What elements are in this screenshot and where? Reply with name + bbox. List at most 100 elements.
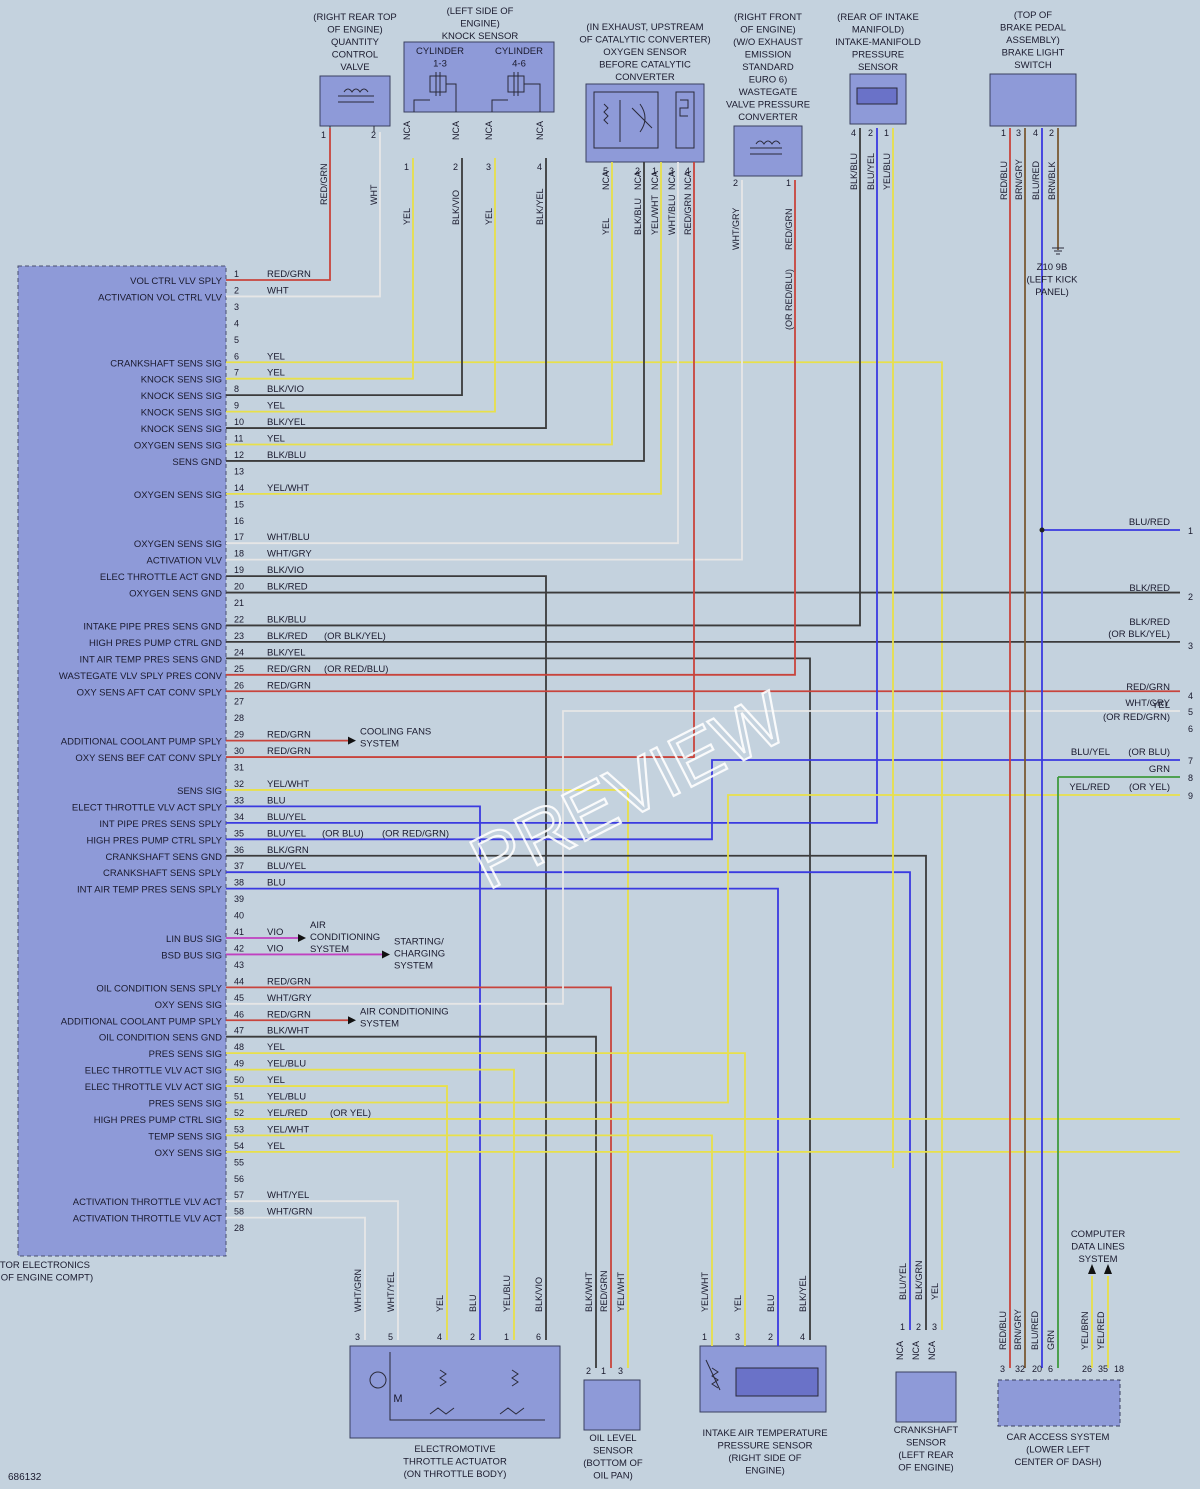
- right-edge-alt: (OR BLK/YEL): [1108, 629, 1170, 640]
- wire-pin-47: [226, 1035, 597, 1368]
- top-pin-number: 5: [603, 166, 608, 176]
- bottom-wire-label: RED/BLU: [998, 1311, 1008, 1350]
- map-caption-line: MANIFOLD): [852, 25, 904, 36]
- dme-signal-label: OXYGEN SENS SIG: [134, 490, 222, 501]
- right-edge-wire: BLU/YEL: [1071, 747, 1110, 758]
- dme-signal-label: HIGH PRES PUMP CTRL SIG: [94, 1115, 222, 1126]
- wire-pin-37: [226, 871, 911, 1330]
- top-pin-number: 4: [685, 166, 690, 176]
- arrow-head: [1104, 1264, 1112, 1274]
- right-edge-number: 8: [1188, 773, 1193, 783]
- wire-pin-58: [226, 1216, 366, 1340]
- arrow-head: [382, 950, 390, 959]
- qcv-caption-line: VALVE: [340, 62, 369, 73]
- dme-wire-label: RED/GRN: [267, 746, 311, 757]
- quantity-control-valve[interactable]: [319, 75, 391, 127]
- bottom-pin-number: 4: [437, 1332, 442, 1342]
- iat-caption-line: (RIGHT SIDE OF: [728, 1453, 801, 1464]
- dme-signal-label: HIGH PRES PUMP CTRL GND: [89, 638, 222, 649]
- wire-pin-12: [226, 162, 645, 462]
- right-edge-number: 6: [1188, 724, 1193, 734]
- wastegate-pressure-converter[interactable]: [733, 125, 803, 177]
- oil-caption-line: OIL LEVEL: [589, 1433, 636, 1444]
- dme-pin-number: 29: [234, 730, 244, 740]
- top-pin-number: 2: [733, 178, 738, 188]
- dme-signal-label: ELEC THROTTLE VLV ACT SIG: [85, 1082, 222, 1093]
- dme-pin-number: 26: [234, 680, 244, 690]
- top-wire-alt: (OR RED/BLU): [784, 269, 794, 330]
- dme-pin-number: 23: [234, 631, 244, 641]
- dme-pin-number: 48: [234, 1042, 244, 1052]
- dme-signal-label: SENS GND: [172, 457, 222, 468]
- dme-signal-label: BSD BUS SIG: [161, 950, 222, 961]
- dme-wire-label: BLK/GRN: [267, 845, 309, 856]
- dme-wire-label: RED/GRN: [267, 1009, 311, 1020]
- dme-pin-number: 41: [234, 927, 244, 937]
- wire-pin-7: [226, 158, 414, 380]
- car-access-system[interactable]: [997, 1379, 1121, 1427]
- electromotive-throttle-actuator[interactable]: [349, 1345, 561, 1439]
- dme-signal-label: OXYGEN SENS SIG: [134, 539, 222, 550]
- bottom-pin-number: 1: [601, 1366, 606, 1376]
- wire-cas-6: [1057, 776, 1180, 1368]
- wire-pin-1: [226, 128, 331, 281]
- top-wire-label: YEL/WHT: [650, 194, 660, 235]
- oil-level-sensor[interactable]: [583, 1379, 641, 1431]
- nca-label: NCA: [911, 1341, 921, 1360]
- oxygen-sensor-before-cat[interactable]: [585, 83, 705, 163]
- bottom-wire-label: RED/GRN: [599, 1270, 609, 1312]
- dme-wire-label: YEL: [267, 401, 285, 412]
- wire-pin-25: [226, 180, 796, 676]
- dme-alt-label: (OR YEL): [330, 1108, 371, 1119]
- dme-signal-label: TEMP SENS SIG: [148, 1131, 222, 1142]
- dme-pin-number: 38: [234, 878, 244, 888]
- crank-caption-line: OF ENGINE): [898, 1463, 953, 1474]
- right-edge-wire: BLK/RED: [1129, 617, 1170, 628]
- wire-pin-6: [226, 361, 943, 1330]
- dme-pin-number: 56: [234, 1174, 244, 1184]
- top-wire-label: BLK/BLU: [849, 153, 859, 190]
- brake-caption-line: SWITCH: [1014, 60, 1052, 71]
- dme-pin-number: 10: [234, 417, 244, 427]
- bottom-pin-number: 2: [916, 1322, 921, 1332]
- bottom-pin-number: 2: [470, 1332, 475, 1342]
- dme-pin-number: 19: [234, 565, 244, 575]
- crankshaft-sensor[interactable]: [895, 1371, 957, 1423]
- dme-pin-number: 24: [234, 647, 244, 657]
- dme-wire-label: BLK/BLU: [267, 450, 306, 461]
- dme-signal-label: ELEC THROTTLE ACT GND: [100, 572, 222, 583]
- bottom-pin-number: 3: [735, 1332, 740, 1342]
- top-wire-label: BLU/RED: [1031, 160, 1041, 200]
- top-wire-label: YEL: [484, 208, 494, 225]
- top-wire-label: RED/GRN: [784, 208, 794, 250]
- dme-signal-label: ACTIVATION VLV: [147, 556, 223, 567]
- dme-wire-label: BLK/RED: [267, 631, 308, 642]
- dme-wire-label: WHT: [267, 285, 289, 296]
- diagram-id: 686132: [8, 1472, 42, 1483]
- dme-pin-number: 35: [234, 828, 244, 838]
- cas-caption-line: CENTER OF DASH): [1014, 1457, 1101, 1468]
- bottom-wire-label: BLK/WHT: [584, 1271, 594, 1312]
- knock-sensor[interactable]: [403, 41, 555, 113]
- bottom-wire-label: YEL: [435, 1295, 445, 1312]
- dme-wire-label: BLU/YEL: [267, 812, 306, 823]
- dme-pin-number: 34: [234, 812, 244, 822]
- dme-pin-number: 30: [234, 746, 244, 756]
- dme-signal-label: OXYGEN SENS GND: [129, 589, 222, 600]
- dme-signal-label: INT AIR TEMP PRES SENS GND: [79, 654, 222, 665]
- dme-pin-number: 20: [234, 582, 244, 592]
- dme-wire-label: RED/GRN: [267, 976, 311, 987]
- top-pin-number: 2: [371, 130, 376, 140]
- dme-wire-label: YEL/WHT: [267, 1124, 309, 1135]
- dme-module[interactable]: [17, 265, 227, 1257]
- dme-wire-label: YEL/WHT: [267, 779, 309, 790]
- top-pin-number: 4: [1033, 128, 1038, 138]
- component-symbols: [329, 72, 898, 1421]
- dme-signal-label: INT PIPE PRES SENS SPLY: [99, 819, 222, 830]
- bottom-pin-number: 26: [1082, 1364, 1092, 1374]
- right-edge-number: 7: [1188, 756, 1193, 766]
- map-caption-line: (REAR OF INTAKE: [837, 12, 919, 23]
- brake-light-switch[interactable]: [989, 73, 1077, 127]
- dme-caption-text-line: DIGITAL MOTOR ELECTRONICS: [0, 1260, 90, 1271]
